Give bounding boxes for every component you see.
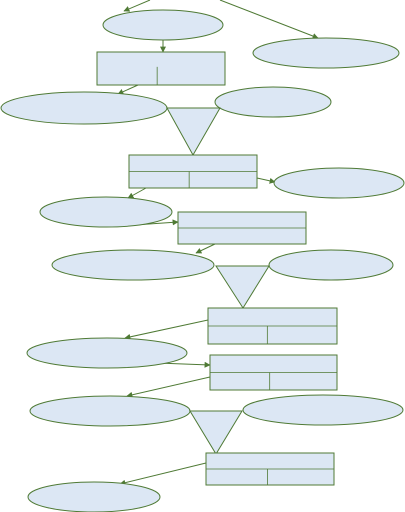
ellipse-shape [273,167,405,199]
ellipse-shape [29,395,191,427]
record-shape [96,51,226,86]
ellipse-node-e10 [29,395,191,427]
record-node-r6 [205,452,335,486]
edge-r4-to-e9 [124,319,209,340]
ellipse-node-e11 [242,394,404,426]
ellipse-node-e6 [39,196,173,228]
ellipse-shape [252,37,400,69]
ellipse-node-e5 [273,167,405,199]
triangle-shape [166,107,221,157]
ellipse-node-e7 [51,249,215,281]
ellipse-shape [27,481,161,512]
ellipse-shape [214,86,332,118]
ellipse-node-e2 [252,37,400,69]
ellipse-node-e12 [27,481,161,512]
ellipse-shape [102,9,224,41]
triangle-node-t2 [215,265,270,309]
edge-r3-to-e7 [195,243,216,254]
ellipse-shape [51,249,215,281]
edge-r6-to-e12 [119,462,207,486]
record-node-r3 [177,211,307,245]
triangle-node-t1 [166,107,221,157]
ellipse-node-e4 [214,86,332,118]
record-node-r4 [207,307,338,345]
nodes-layer [0,9,405,512]
edge-top-to-e2 [219,0,319,39]
ellipse-shape [26,337,188,369]
edge-top-to-e1 [123,0,151,12]
edge-r5-to-e10 [126,376,211,398]
triangle-shape [189,410,243,455]
ellipse-node-e8 [268,249,394,281]
ellipse-shape [39,196,173,228]
ellipse-shape [242,394,404,426]
ellipse-node-e1 [102,9,224,41]
triangle-shape [215,265,270,309]
record-node-r5 [209,354,338,391]
edge-r2-to-e5 [127,187,147,199]
edge-r1-to-e3 [117,84,139,95]
ellipse-shape [0,91,168,125]
record-node-r2 [128,154,258,189]
record-node-r1 [96,51,226,86]
triangle-node-t3 [189,410,243,455]
ellipse-node-e9 [26,337,188,369]
ellipse-shape [268,249,394,281]
ellipse-node-e3 [0,91,168,125]
edge-r2-to-e6 [256,177,276,184]
